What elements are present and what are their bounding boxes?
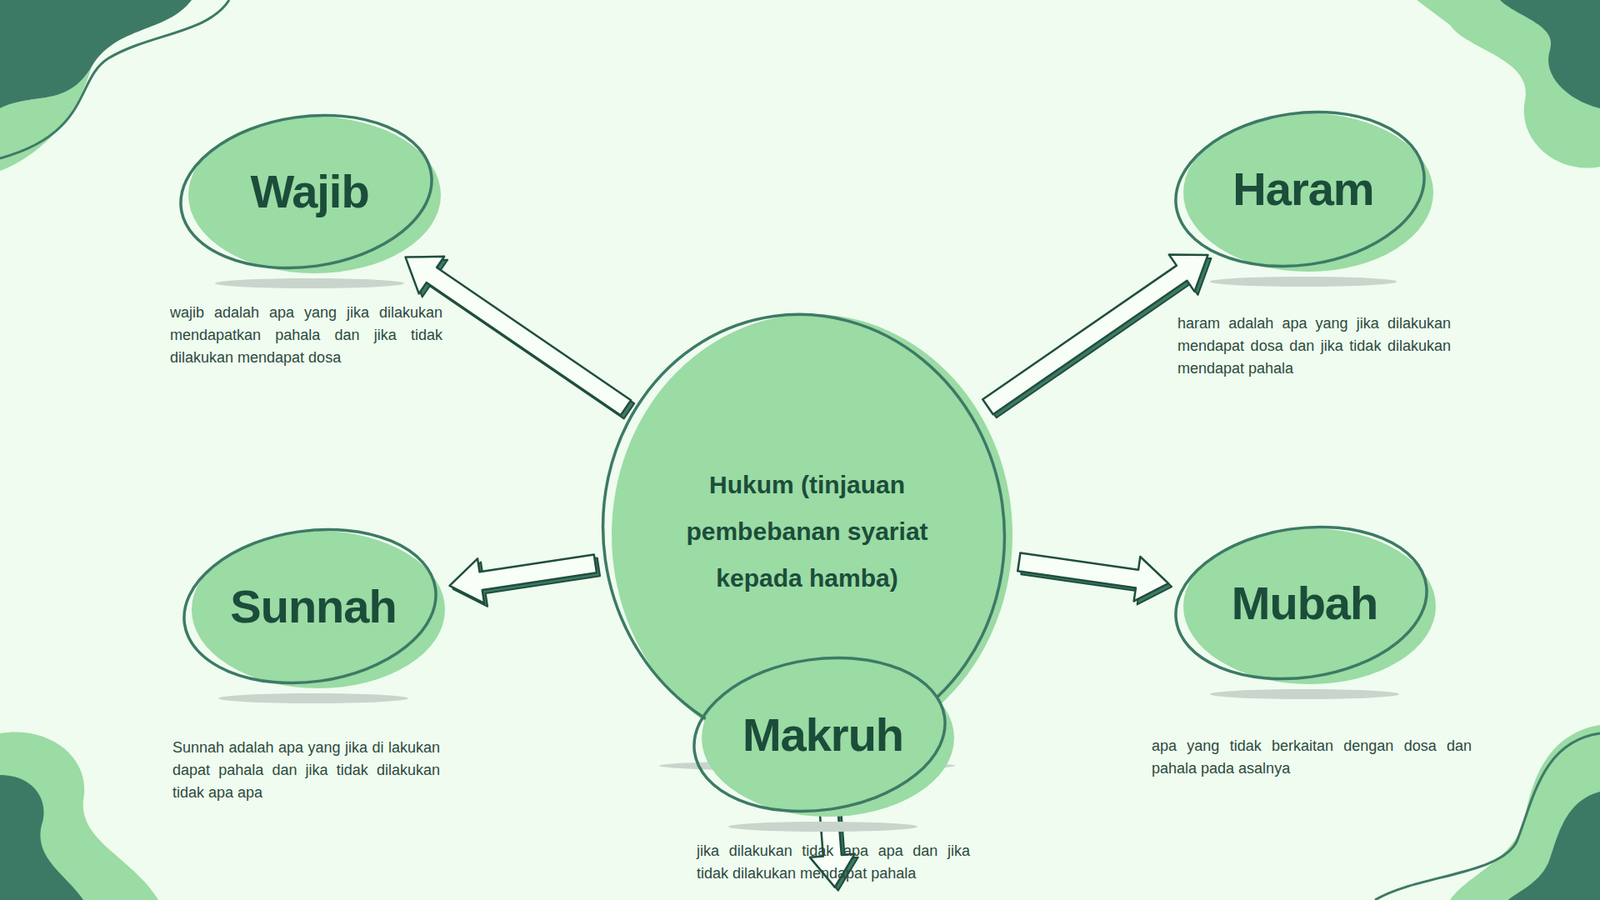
- block-arrow: [450, 554, 598, 603]
- ellipse-stroke: [684, 642, 955, 827]
- category-title: Wajib: [250, 165, 369, 218]
- corner-line: [0, 0, 230, 159]
- ellipse-stroke: [174, 514, 446, 700]
- corner-blob: [0, 731, 159, 900]
- ellipse-stroke: [1165, 96, 1435, 282]
- corner-blob: [1500, 0, 1600, 109]
- connector-group: [1017, 553, 1172, 605]
- central-title: Hukum (tinjauan pembebanan syariat kepad…: [661, 461, 954, 602]
- ground-shadow: [728, 821, 918, 832]
- ellipse-shape: Makruh: [691, 650, 955, 819]
- category-title: Haram: [1232, 163, 1374, 215]
- category-node: Mubahapa yang tidak berkaitan dengan dos…: [1173, 520, 1436, 686]
- category-node: SunnahSunnah adalah apa yang jika di lak…: [181, 522, 445, 690]
- ground-shadow: [218, 693, 409, 704]
- category-description: Sunnah adalah apa yang jika di lakukan d…: [172, 736, 440, 805]
- ground-shadow: [215, 278, 405, 289]
- ground-shadow: [1210, 276, 1398, 287]
- corner-blob: [0, 775, 84, 900]
- corner-blob: [1416, 0, 1600, 169]
- ellipse-shape: Sunnah: [181, 522, 445, 690]
- corner-blob: [1508, 791, 1600, 900]
- category-title: Mubah: [1231, 577, 1378, 630]
- category-title: Sunnah: [230, 580, 396, 633]
- category-node: Makruhjika dilakukan tidak apa apa dan j…: [691, 650, 955, 819]
- category-description: apa yang tidak berkaitan dengan dosa dan…: [1151, 735, 1472, 780]
- ground-shadow: [1210, 689, 1400, 700]
- category-node: Wajibwajib adalah apa yang jika dilakuka…: [178, 108, 441, 275]
- category-description: jika dilakukan tidak apa apa dan jika ti…: [696, 840, 970, 885]
- block-arrow: [982, 254, 1208, 415]
- ellipse-shape: Haram: [1173, 105, 1434, 274]
- corner-line: [1375, 733, 1600, 900]
- category-title: Makruh: [742, 709, 904, 761]
- connector-group: [450, 554, 601, 606]
- ellipse-stroke: [170, 100, 442, 284]
- ellipse-shape: Wajib: [178, 108, 441, 275]
- category-node: Haramharam adalah apa yang jika dilakuka…: [1173, 105, 1434, 274]
- category-description: haram adalah apa yang jika dilakukan men…: [1177, 312, 1451, 380]
- category-description: wajib adalah apa yang jika dilakukan men…: [170, 301, 443, 370]
- corner-blob: [0, 0, 192, 109]
- corner-blob: [1450, 725, 1600, 900]
- ellipse-shape: Mubah: [1173, 520, 1436, 686]
- ellipse-stroke: [1165, 511, 1437, 695]
- block-arrow: [1017, 553, 1169, 602]
- connector-group: [982, 254, 1211, 418]
